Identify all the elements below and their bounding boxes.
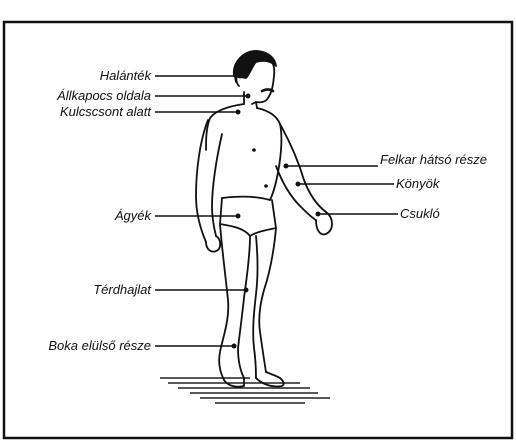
label-jaw-side: Állkapocs oldala xyxy=(57,88,151,103)
dot-ankle xyxy=(232,344,237,349)
dot-elbow xyxy=(296,182,301,187)
dot-chest-2 xyxy=(264,184,268,188)
label-temple: Halánték xyxy=(100,68,151,83)
torso-right xyxy=(257,108,281,200)
diagram-frame xyxy=(4,22,512,438)
dot-jaw xyxy=(246,94,251,99)
waist xyxy=(222,197,270,200)
neck xyxy=(244,92,257,108)
label-elbow: Könyök xyxy=(396,176,439,191)
dot-collarbone xyxy=(236,110,241,115)
label-upper-arm-back: Felkar hátsó része xyxy=(380,152,487,167)
dot-groin xyxy=(236,214,241,219)
right-foot xyxy=(256,372,284,387)
pulse-points xyxy=(232,74,321,349)
dot-chest-1 xyxy=(252,148,256,152)
leader-lines xyxy=(155,76,398,346)
label-ankle-front: Boka elülső része xyxy=(48,338,151,353)
left-leg-inner xyxy=(238,236,250,378)
ground-lines xyxy=(160,378,330,403)
dot-temple xyxy=(238,74,243,79)
label-wrist: Csukló xyxy=(400,206,440,221)
dot-upper-arm xyxy=(284,164,289,169)
label-groin: Ágyék xyxy=(115,208,151,223)
dot-knee xyxy=(244,288,249,293)
left-hand xyxy=(206,236,220,252)
right-leg-inner xyxy=(253,236,257,378)
dot-wrist xyxy=(316,212,321,217)
human-figure xyxy=(196,51,332,387)
label-knee-hollow: Térdhajlat xyxy=(93,282,151,297)
right-leg-outer xyxy=(259,228,276,372)
briefs xyxy=(220,198,276,236)
label-below-collarbone: Kulcscsont alatt xyxy=(60,104,151,119)
mustache xyxy=(262,90,273,92)
